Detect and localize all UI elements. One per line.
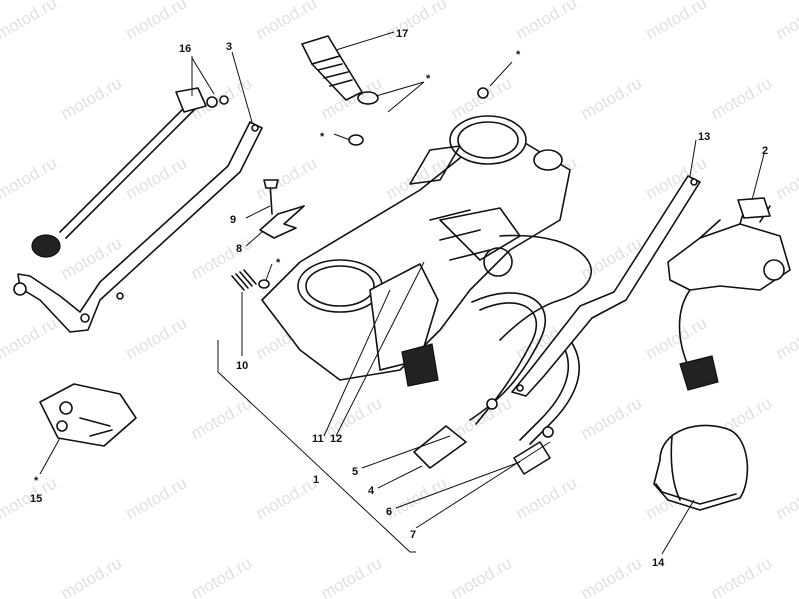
watermark-text: motod.ru [58, 553, 126, 599]
watermark-text: motod.ru [708, 553, 776, 599]
asterisk-bolt: * [516, 49, 521, 61]
asterisk-17-orings: * [426, 73, 431, 85]
part-14-cover [653, 424, 749, 511]
leader-lines [39, 31, 765, 555]
callout-4: 4 [368, 485, 375, 497]
watermark-text: motod.ru [58, 73, 126, 123]
watermark-text: motod.ru [578, 393, 646, 443]
watermark-text: motod.ru [773, 473, 799, 523]
callout-3: 3 [226, 41, 232, 53]
asterisk-15: * [34, 475, 39, 487]
watermark-text: motod.ru [448, 553, 516, 599]
callout-labels: 16 3 17 9 8 10 13 2 11 12 5 1 4 6 7 14 1… [30, 28, 768, 569]
watermark-text: motod.ru [123, 0, 191, 43]
asterisk-oring-10: * [276, 257, 281, 269]
watermark-text: motod.ru [0, 313, 60, 363]
watermark-text: motod.ru [708, 73, 776, 123]
watermark-text: motod.ru [123, 153, 191, 203]
asterisk-markers: * * * * * [34, 49, 521, 487]
callout-5: 5 [352, 466, 358, 478]
part-13-bracket [511, 175, 701, 397]
watermark-text: motod.ru [318, 553, 386, 599]
watermark-text: motod.ru [513, 0, 581, 43]
callout-1: 1 [313, 474, 319, 486]
watermark-text: motod.ru [773, 153, 799, 203]
part-10-spring [231, 269, 257, 291]
callout-9: 9 [230, 214, 236, 226]
assembly-bracket-1 [217, 340, 416, 553]
watermark-text: motod.ru [0, 0, 60, 43]
callout-14: 14 [652, 557, 665, 569]
hoses [413, 234, 592, 475]
callout-13: 13 [698, 131, 710, 143]
watermark-text: motod.ru [253, 0, 321, 43]
part-17-injector [301, 35, 379, 105]
watermark-text: motod.ru [253, 153, 321, 203]
callout-10: 10 [236, 360, 248, 372]
part-8-9-clip [259, 179, 305, 239]
callout-12: 12 [330, 433, 342, 445]
watermark-text: motod.ru [513, 473, 581, 523]
part-16-linkage-rod [31, 87, 229, 258]
watermark-text: motod.ru [383, 0, 451, 43]
watermark-text: motod.ru [123, 473, 191, 523]
callout-15: 15 [30, 493, 42, 505]
watermark-text: motod.ru [643, 0, 711, 43]
part-15-fittings-kit [39, 383, 137, 447]
watermark-text: motod.ru [188, 553, 256, 599]
watermark-text: motod.ru [0, 153, 60, 203]
part-2-wiring-harness [667, 197, 791, 391]
watermark-text: motod.ru [578, 73, 646, 123]
callout-8: 8 [236, 243, 242, 255]
callout-2: 2 [762, 145, 768, 157]
watermark-text: motod.ru [318, 393, 386, 443]
watermark-text: motod.ru [123, 313, 191, 363]
watermark-text: motod.ru [643, 313, 711, 363]
watermark-text: motod.ru [773, 0, 799, 43]
watermark-text: motod.ru [188, 233, 256, 283]
watermark-text: motod.ru [773, 313, 799, 363]
callout-11: 11 [312, 433, 324, 445]
watermark-text: motod.ru [188, 393, 256, 443]
throttle-body-assembly [261, 115, 571, 387]
callout-6: 6 [386, 506, 392, 518]
callout-7: 7 [410, 529, 416, 541]
watermark-text: motod.ru [253, 473, 321, 523]
callout-17: 17 [396, 28, 408, 40]
part-3-bracket [13, 121, 263, 333]
o-rings [258, 87, 489, 289]
callout-16: 16 [179, 43, 191, 55]
asterisk-oring-left: * [320, 131, 325, 143]
watermark-text: motod.ru [578, 553, 646, 599]
